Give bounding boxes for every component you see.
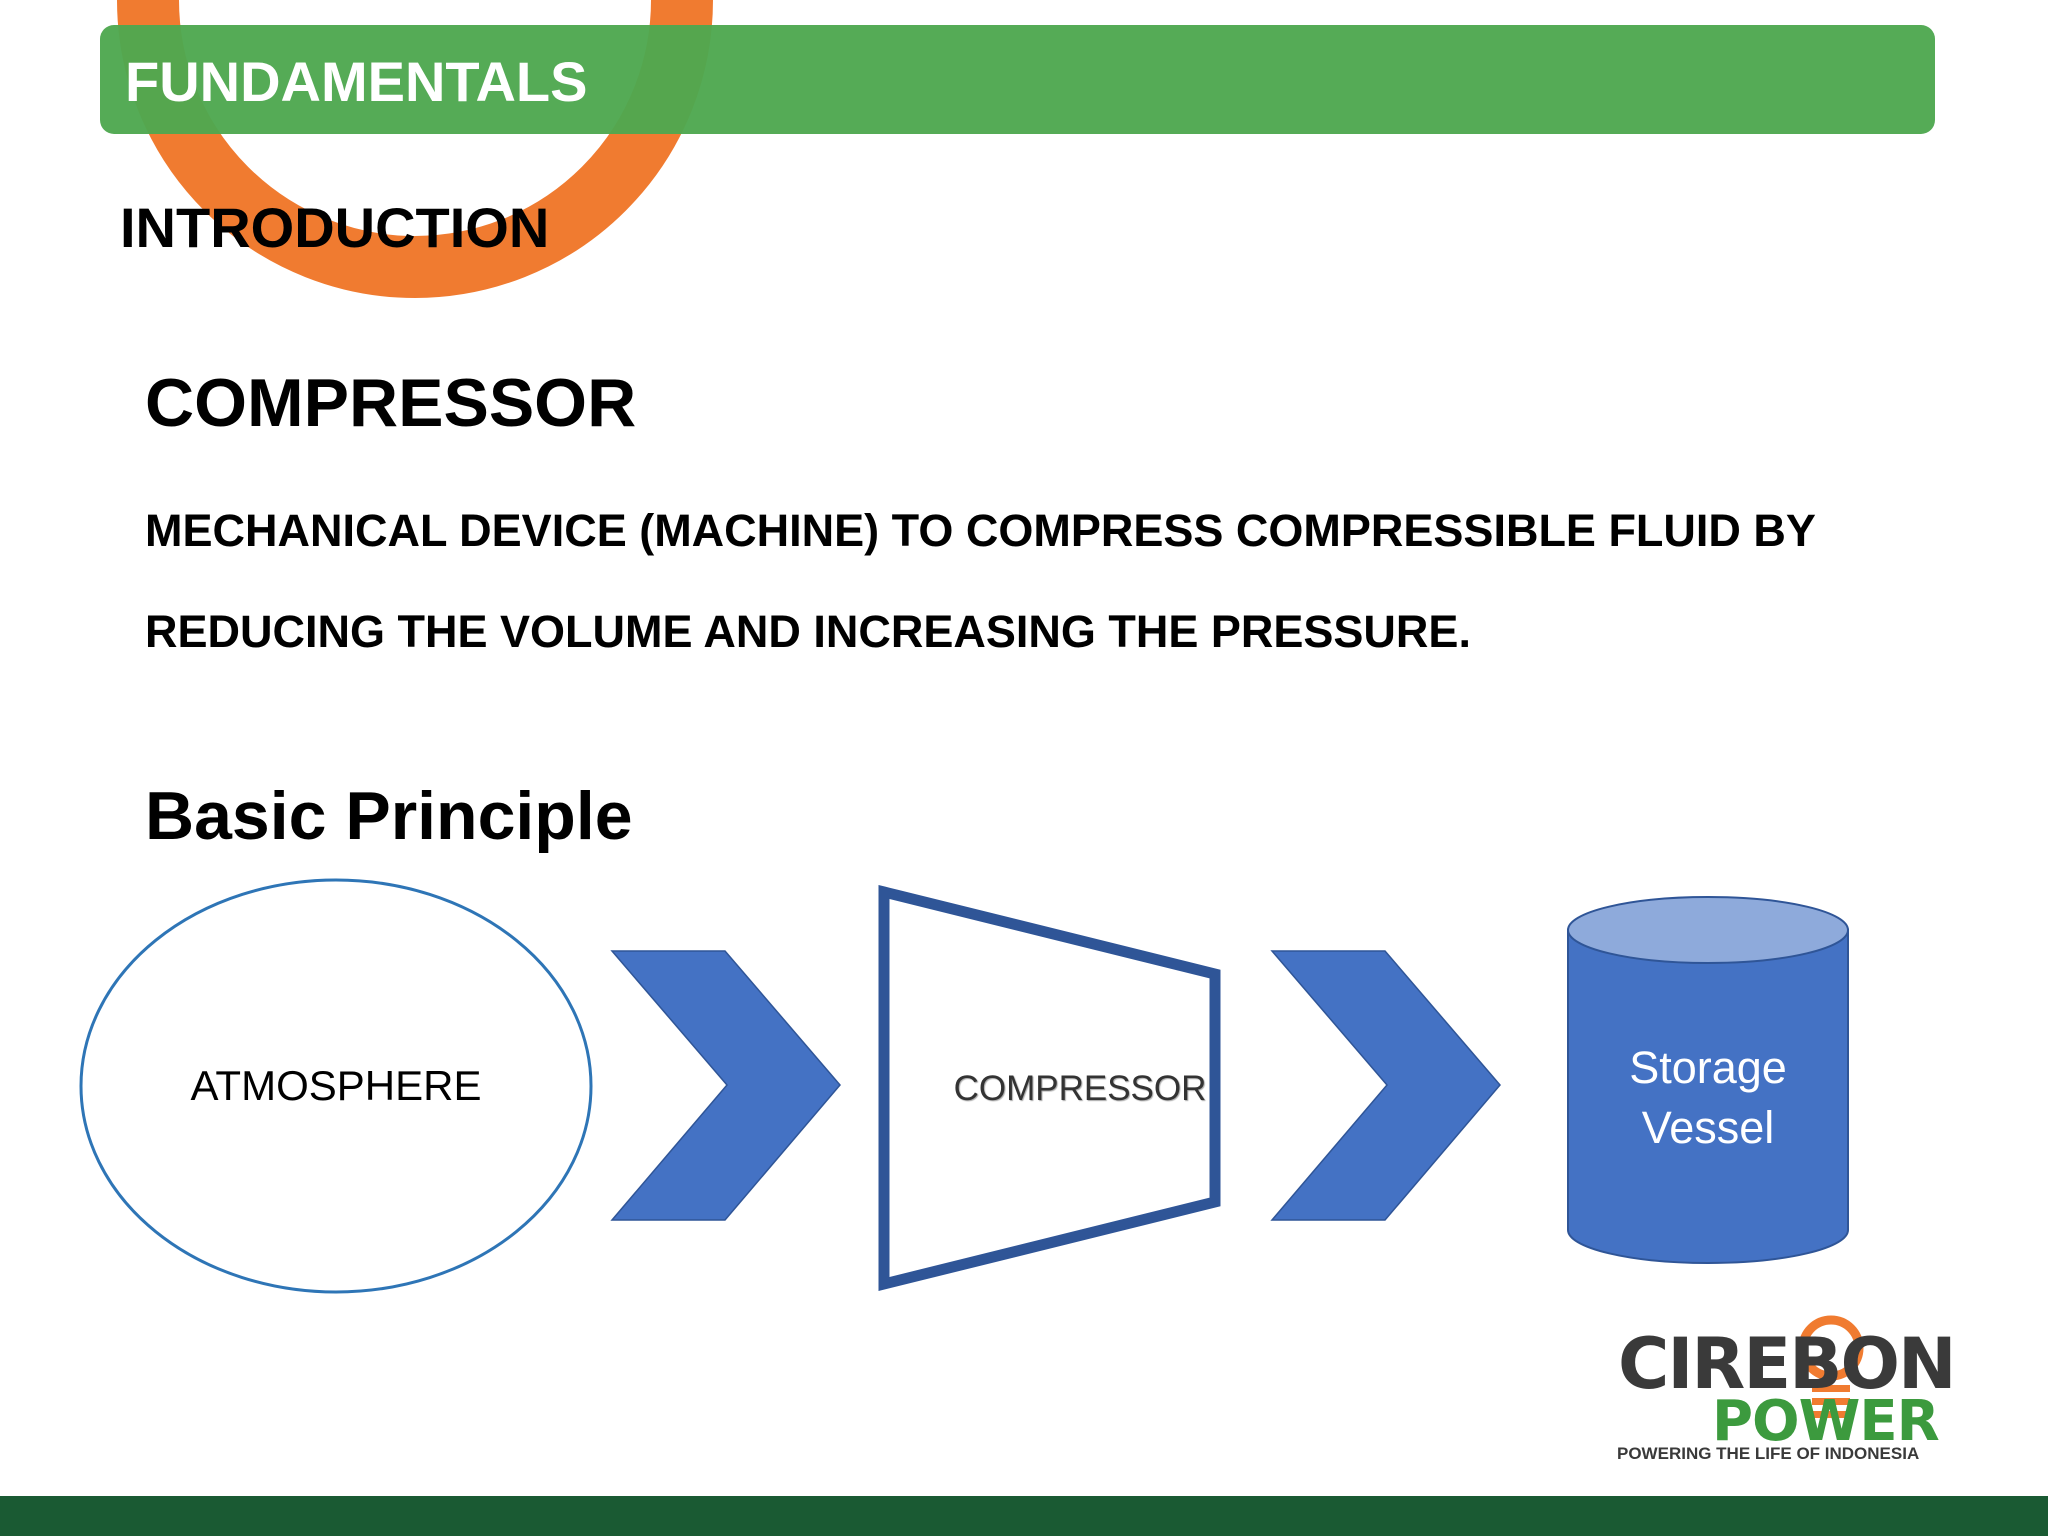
definition-text: MECHANICAL DEVICE (MACHINE) TO COMPRESS … xyxy=(145,480,1945,682)
storage-label-line-1: Storage xyxy=(1629,1042,1787,1093)
logo-tagline: POWERING THE LIFE OF INDONESIA xyxy=(1617,1444,1920,1463)
header-bar xyxy=(100,25,1935,134)
chevron-arrow-1 xyxy=(610,950,841,1221)
definition-line-1: MECHANICAL DEVICE (MACHINE) TO COMPRESS … xyxy=(145,505,1816,556)
lightbulb-icon xyxy=(1798,1315,1864,1418)
storage-vessel-label: Storage Vessel xyxy=(1568,1038,1848,1158)
atmosphere-label: ATMOSPHERE xyxy=(190,1062,482,1109)
definition-line-2: REDUCING THE VOLUME AND INCREASING THE P… xyxy=(145,606,1471,657)
header-title: FUNDAMENTALS xyxy=(125,50,588,113)
section-title: INTRODUCTION xyxy=(120,196,550,259)
chevron-arrow-2 xyxy=(1270,950,1501,1221)
storage-vessel-cylinder xyxy=(1567,896,1849,1264)
storage-label-line-2: Vessel xyxy=(1641,1102,1775,1153)
basic-principle-heading: Basic Principle xyxy=(145,778,633,854)
compressor-label: COMPRESSOR xyxy=(953,1069,1207,1108)
atmosphere-ellipse xyxy=(79,878,593,1294)
main-heading: COMPRESSOR xyxy=(145,365,637,441)
footer-bar xyxy=(0,1496,2048,1536)
logo-bottom-word: POWER xyxy=(1712,1389,1940,1454)
compressor-trapezoid xyxy=(878,884,1221,1292)
logo-top-word: CIREBON xyxy=(1618,1323,1957,1405)
